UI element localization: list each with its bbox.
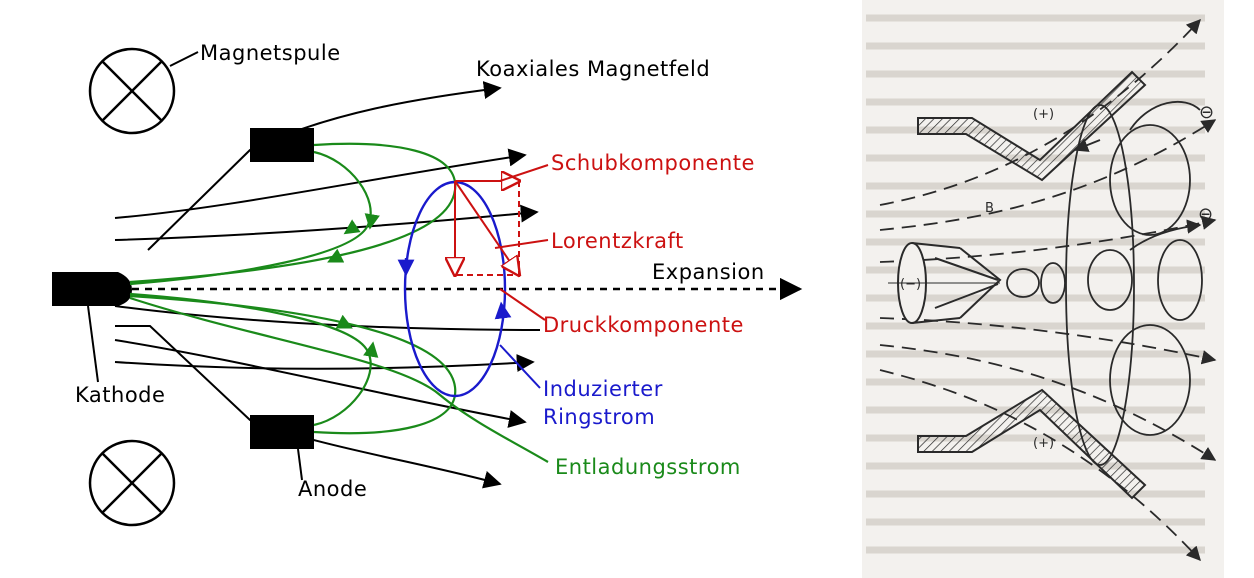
anode-label: Anode	[298, 477, 367, 501]
cathode	[52, 272, 132, 306]
electron-minus-top-label: ⊖	[1199, 102, 1214, 123]
kathode-label: Kathode	[75, 383, 165, 407]
force-vectors	[455, 164, 549, 321]
magnetic-field-lines	[114, 81, 541, 489]
anode-bottom-plus-label: (+)	[1033, 436, 1054, 451]
field-lines-dashed	[879, 18, 1217, 562]
cathode-minus-label: (−)	[900, 277, 921, 292]
magnetspule-leader-line	[169, 51, 199, 67]
magnet-coil-top-icon	[88, 47, 176, 135]
lorentzkraft-label: Lorentzkraft	[551, 229, 684, 253]
electron-minus-mid-label: ⊖	[1198, 204, 1213, 225]
anode-top-plus-label: (+)	[1033, 107, 1054, 122]
expansion-label: Expansion	[652, 260, 765, 284]
anode-bottom	[250, 415, 314, 449]
right-diagram: (+) (+) (−) ⊖ ⊖ B	[862, 0, 1224, 578]
anode-leader-line	[297, 448, 303, 481]
ringstrom-label: Ringstrom	[543, 405, 655, 429]
druckkomponente-label: Druckkomponente	[543, 313, 744, 337]
anode-top	[250, 128, 314, 162]
left-diagram: Magnetspule Koaxiales Magnetfeld Schubko…	[52, 41, 803, 527]
magnetspule-label: Magnetspule	[200, 41, 341, 65]
discharge-current-lines	[129, 142, 549, 463]
anode-wall-top	[917, 70, 1147, 182]
kathode-leader-line	[87, 305, 99, 383]
ringstrom-leader-line	[499, 344, 541, 389]
induzierter-label: Induzierter	[543, 377, 663, 401]
cathode-cone	[888, 242, 1002, 324]
field-b-label: B	[985, 201, 994, 216]
entladungsstrom-label: Entladungsstrom	[555, 455, 741, 479]
schubkomponente-label: Schubkomponente	[551, 151, 755, 175]
koaxiales-magnetfeld-label: Koaxiales Magnetfeld	[476, 57, 710, 81]
discharge-current-arrows	[327, 213, 380, 358]
magnet-coil-bottom-icon	[88, 439, 176, 527]
plasma-cloud	[1006, 101, 1203, 466]
